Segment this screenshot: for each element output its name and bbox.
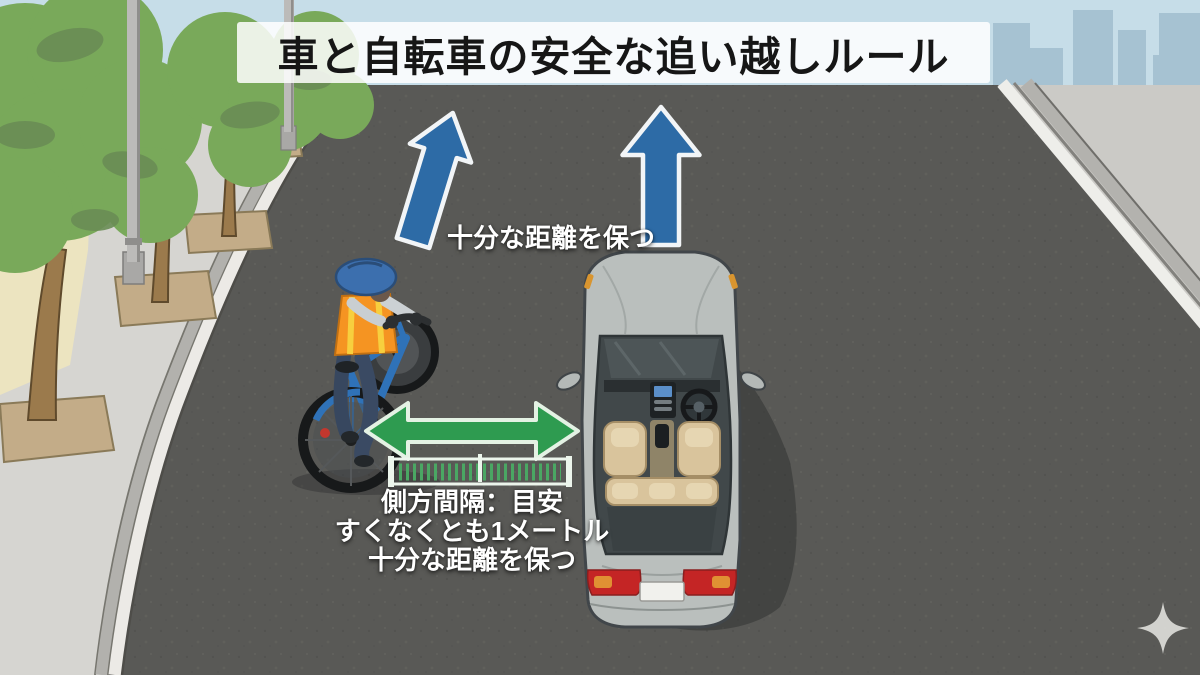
front-marker-light xyxy=(728,273,738,290)
gear-shifter xyxy=(655,424,669,448)
direction-arrow-car xyxy=(620,104,702,248)
rider-leg xyxy=(354,350,379,465)
front-marker-light xyxy=(584,273,594,290)
saddle xyxy=(335,361,359,373)
helmet xyxy=(334,257,398,297)
gap-arrow xyxy=(364,401,580,461)
side-gap-line-1: 側方間隔：目安 xyxy=(380,487,563,517)
navigation-screen xyxy=(654,386,672,397)
steering-wheel xyxy=(680,388,718,426)
car xyxy=(556,250,766,629)
direction-arrows xyxy=(394,104,702,251)
cyclist xyxy=(298,257,439,493)
page-title: 車と自転車の安全な追い越しルール xyxy=(277,33,950,80)
direction-arrow-bicycle xyxy=(394,110,474,251)
canopy-shadows xyxy=(0,27,332,231)
license-plate xyxy=(639,581,685,602)
keep-distance-label: 十分な距離を保つ xyxy=(446,223,655,253)
glove xyxy=(385,315,399,329)
rider-arm xyxy=(346,297,387,327)
glove xyxy=(409,312,423,326)
lane-line xyxy=(1020,78,1200,302)
side-gap-caption: 側方間隔：目安 すくなくとも1メートル 十分な距離を保つ xyxy=(310,488,634,575)
side-gap-line-2: すくなくとも1メートル xyxy=(334,516,610,546)
side-mirror xyxy=(740,371,766,391)
ruler xyxy=(388,454,572,487)
sparkle-icon xyxy=(1137,602,1189,654)
utility-pole xyxy=(122,0,145,285)
side-mirror xyxy=(556,371,582,391)
windshield xyxy=(604,339,719,378)
side-gap-line-3: 十分な距離を保つ xyxy=(367,545,576,575)
city-skyline xyxy=(993,10,1200,88)
rear-window xyxy=(607,507,717,551)
title-banner: 車と自転車の安全な追い越しルール xyxy=(237,22,990,83)
rear-reflector xyxy=(320,428,330,438)
